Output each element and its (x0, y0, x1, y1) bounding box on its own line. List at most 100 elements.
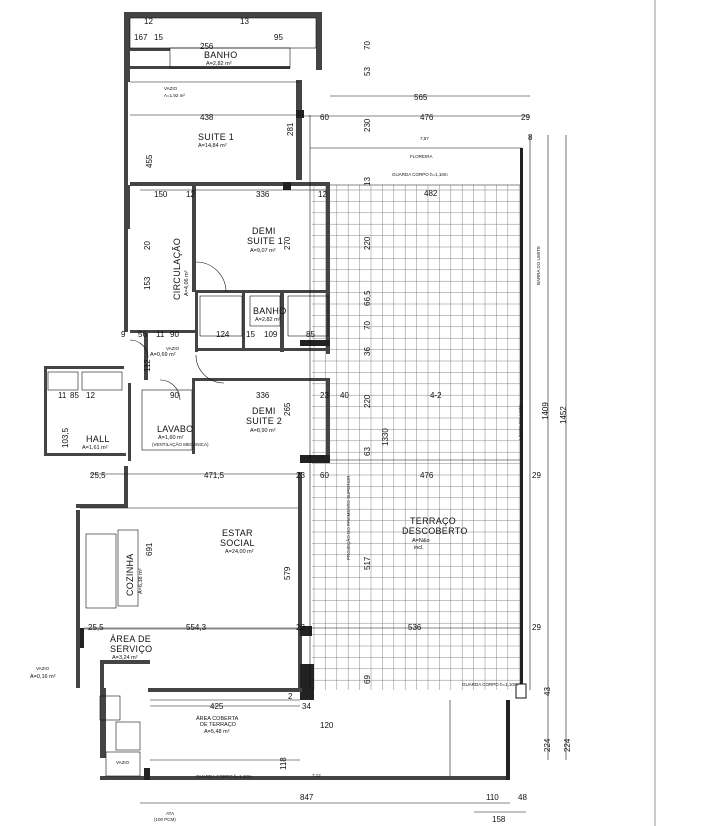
dim: 23 (320, 391, 329, 400)
dim: 34 (302, 702, 311, 711)
dim: 579 (283, 566, 292, 580)
dim: 66,5 (363, 290, 372, 306)
guarda-bottom-label: GUARDA CORPO h=1,10m (196, 774, 252, 779)
walls (44, 12, 527, 780)
dim: 471,5 (204, 471, 225, 480)
estar-area: A=24,00 m² (225, 549, 254, 555)
suite1-area: A=14,84 m² (198, 143, 227, 149)
dim: 230 (363, 118, 372, 132)
terraco-area: A=N&o (412, 538, 430, 544)
terraco-name1: TERRAÇO (410, 516, 456, 526)
terraco-name2: DESCOBERTO (402, 526, 468, 536)
vazio-mid-name: VAZIO (166, 346, 180, 351)
guarda-right-label: GUARDA CORPO h=1,10m (462, 682, 518, 687)
dim: 109 (264, 330, 278, 339)
dim: 63 (363, 447, 372, 456)
guarda-top-label: GUARDA CORPO h=1,10m (392, 172, 448, 177)
dim: 70 (363, 41, 372, 50)
room-labels: BANHO A=2,82 m² VAZIO A=1,92 m² SUITE 1 … (30, 50, 468, 765)
vazio-top-area: A=1,92 m² (164, 93, 185, 98)
coberta-area: A=5,48 m² (204, 729, 230, 735)
dim: 15 (246, 330, 255, 339)
dim: 70 (363, 321, 372, 330)
dim: 256 (200, 42, 214, 51)
dim: 60 (320, 471, 329, 480)
dim: 224 (543, 738, 552, 752)
terrace-tile-grid (312, 185, 520, 690)
dim: 124 (216, 330, 230, 339)
dim: 425 (210, 702, 224, 711)
demi2-name2: SUITE 2 (246, 416, 282, 426)
dim: 336 (256, 190, 270, 199)
vazio-left-area: A=0,16 m² (30, 674, 56, 680)
floreira-label: FLOREIRA (410, 154, 433, 159)
coberta-name2: DE TERRAÇO (200, 722, 237, 728)
dim: 90 (170, 330, 179, 339)
dim: 16 (134, 33, 143, 42)
hall-area: A=1,61 m² (82, 445, 108, 451)
dim: 476 (420, 113, 434, 122)
dim: 11 (58, 391, 67, 400)
annotations: FLOREIRA GUARDA CORPO h=1,10m GUARDA COR… (154, 154, 541, 822)
dim: 12 (318, 190, 327, 199)
banho-mid-name: BANHO (253, 306, 287, 316)
hall-name: HALL (86, 434, 110, 444)
vazio-bottom-name: VAZIO (116, 760, 130, 765)
dim: 36 (363, 347, 372, 356)
cozinha-area: A=6,38 m² (138, 568, 144, 594)
suite1-name: SUITE 1 (198, 132, 234, 142)
beiral-right2-label: LIMITE DO LOTE (518, 404, 523, 440)
circulacao-area: A=4,06 m² (184, 270, 190, 296)
dim: 23 (296, 623, 305, 632)
dim: 12 (86, 391, 95, 400)
dimensions: 16 7 12 15 256 13 95 70 53 565 438 60 47… (58, 17, 572, 824)
dim: 482 (424, 189, 438, 198)
estar-name1: ESTAR (222, 528, 253, 538)
servico-name2: SERVIÇO (110, 644, 152, 654)
servico-name1: ÁREA DE (110, 634, 151, 644)
vazio-top-name: VAZIO (164, 86, 178, 91)
dim: 7,12 (312, 773, 321, 778)
dim: 691 (145, 542, 154, 556)
dim: 7 (143, 33, 148, 42)
dim: 220 (363, 236, 372, 250)
dim: 29 (532, 623, 541, 632)
dim: 153 (143, 276, 152, 290)
dim: 25,5 (88, 623, 104, 632)
demi1-name1: DEMI (252, 226, 276, 236)
circulacao-name: CIRCULAÇÃO (172, 238, 182, 300)
lavabo-area: A=1,60 m² (158, 435, 184, 441)
beiral-right1-label: BARRA DO LIMITE (536, 246, 541, 285)
dim: 1452 (559, 406, 568, 424)
dim: 118 (279, 757, 288, 770)
dim: 103,5 (61, 427, 70, 448)
dim: 438 (200, 113, 214, 122)
dim: 85 (306, 330, 315, 339)
dim: 336 (256, 391, 270, 400)
dim: 11 (156, 330, 165, 339)
cota-bottom-label2: (100 PCM) (154, 817, 176, 822)
dim: 56 (138, 330, 147, 339)
dim: 281 (286, 122, 295, 136)
dim: 554,3 (186, 623, 207, 632)
dim: 9 (121, 330, 126, 339)
dim: 220 (363, 394, 372, 408)
demi2-area: A=8,90 m² (250, 428, 276, 434)
dim: 2 (288, 692, 293, 701)
vazio-left-name: VAZIO (36, 666, 50, 671)
dim: 69 (363, 675, 372, 684)
servico-area: A=3,24 m² (112, 655, 138, 661)
dim: 12 (186, 190, 195, 199)
demi2-name1: DEMI (252, 406, 276, 416)
dim: 847 (300, 793, 314, 802)
demi1-area: A=9,07 m² (250, 248, 276, 254)
dim: 85 (70, 391, 79, 400)
dim: 25,5 (90, 471, 106, 480)
interior-lines (47, 17, 567, 813)
dim: 95 (274, 33, 283, 42)
dim: 536 (408, 623, 422, 632)
dim: 158 (492, 815, 506, 824)
terraco-area2: incl. (414, 545, 424, 551)
dim: 1330 (381, 428, 390, 446)
dim: 1409 (541, 402, 550, 420)
